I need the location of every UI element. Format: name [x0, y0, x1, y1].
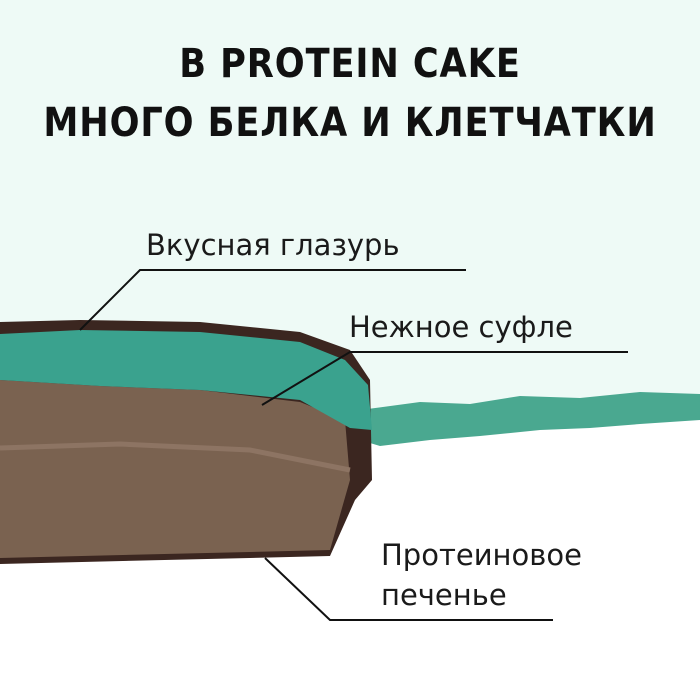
- cake-cream-line: [0, 441, 351, 473]
- glaze-leader-line: [79, 269, 466, 331]
- label-glaze: Вкусная глазурь: [146, 228, 400, 262]
- label-cookie-line-2: печенье: [381, 578, 507, 612]
- label-cookie-line-1: Протеиновое: [381, 538, 582, 572]
- green-brush-stroke: [360, 392, 700, 446]
- label-souffle: Нежное суфле: [349, 310, 573, 344]
- headline-line-1: В PROTEIN CAKE: [179, 41, 521, 87]
- souffle-leader-line: [261, 351, 628, 406]
- cookie-leader-line: [264, 557, 553, 621]
- cake-cookie-layer: [0, 380, 350, 558]
- cake-souffle-layer: [0, 330, 372, 430]
- headline-line-2: МНОГО БЕЛКА И КЛЕТЧАТКИ: [43, 100, 657, 146]
